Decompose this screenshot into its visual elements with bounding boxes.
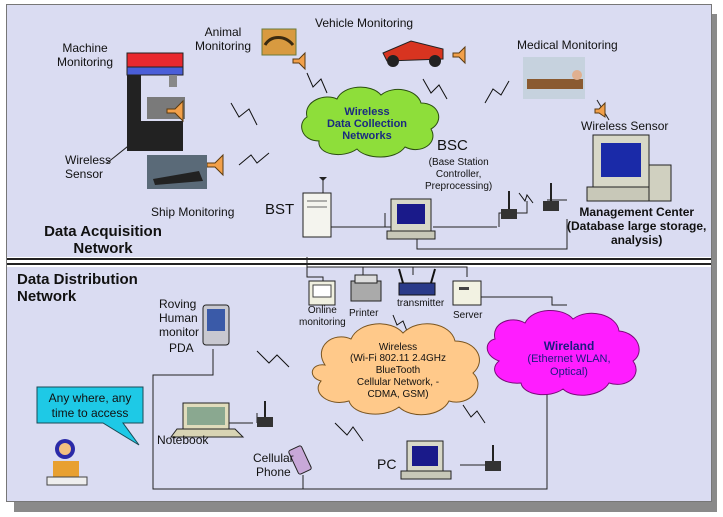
access-callout-text: Any where, any time to access	[48, 391, 132, 420]
medical-label: Medical Monitoring	[517, 38, 618, 52]
wireless-cloud-body: (Wi-Fi 802.11 2.4GHz BlueTooth Cellular …	[350, 353, 446, 400]
medical-image	[523, 57, 585, 99]
wireless-cloud-title: Wireless	[378, 342, 418, 353]
server-icon	[452, 280, 482, 306]
data-collection-cloud	[301, 86, 440, 158]
animal-label: Animal Monitoring	[195, 25, 252, 53]
wireland-cloud	[486, 310, 640, 396]
machine-icon	[126, 52, 185, 151]
section-divider-1	[7, 258, 711, 260]
management-computer-icon	[586, 134, 672, 202]
vehicle-image	[382, 40, 444, 67]
wireland-title: Wireland	[543, 339, 595, 353]
bsc-label: BSC	[437, 137, 468, 154]
bsc-computer-icon	[386, 198, 436, 240]
online-monitor-icon	[308, 280, 336, 306]
data-collection-cloud-label: Wireless Data Collection Networks	[326, 106, 408, 142]
roving-monitor-label: Roving Human monitor	[159, 297, 200, 339]
wireland-body: (Ethernet WLAN, Optical)	[527, 353, 611, 378]
pda-label: PDA	[169, 341, 194, 355]
pc-label: PC	[377, 456, 397, 472]
printer-icon	[350, 274, 382, 302]
ship-image	[147, 155, 207, 189]
diagram-panel: Data Acquisition Network Data Distributi…	[6, 4, 712, 502]
printer-label: Printer	[349, 308, 379, 319]
online-monitoring-label: Online monitoring	[299, 305, 346, 328]
distribution-section-title: Data Distribution Network	[17, 271, 138, 305]
transmitter-icon	[398, 268, 436, 296]
acquisition-section-title: Data Acquisition Network	[44, 223, 162, 257]
access-callout	[36, 386, 144, 446]
server-label: Server	[453, 310, 483, 321]
transmitter-label: transmitter	[397, 298, 445, 309]
section-divider-2	[7, 263, 711, 265]
cellular-phone-label: Cellular Phone	[253, 451, 294, 479]
wireless-sensor-left-label: Wireless Sensor	[65, 153, 112, 181]
wireless-zigzags	[230, 72, 534, 442]
vehicle-label: Vehicle Monitoring	[315, 16, 414, 30]
distribution-links	[152, 257, 567, 490]
ship-label: Ship Monitoring	[151, 205, 235, 219]
pc-icon	[400, 440, 452, 480]
sensor-icons	[166, 45, 606, 177]
notebook-icon	[170, 402, 245, 438]
bst-tower	[302, 177, 332, 238]
pda-icon	[202, 304, 230, 346]
management-center-label: Management Center (Database large storag…	[567, 205, 707, 247]
wireless-cloud	[311, 323, 480, 416]
cellular-phone-icon	[288, 445, 312, 475]
bst-label: BST	[265, 201, 295, 218]
notebook-label: Notebook	[157, 433, 209, 447]
bsc-subtitle: (Base Station Controller, Preprocessing)	[425, 157, 493, 192]
router-icons	[257, 183, 559, 471]
animal-image	[261, 28, 297, 56]
machine-label: Machine Monitoring	[57, 41, 114, 69]
diagram-graphics	[36, 28, 672, 490]
person-icon	[46, 439, 88, 486]
wireless-sensor-right-label: Wireless Sensor	[581, 119, 669, 133]
